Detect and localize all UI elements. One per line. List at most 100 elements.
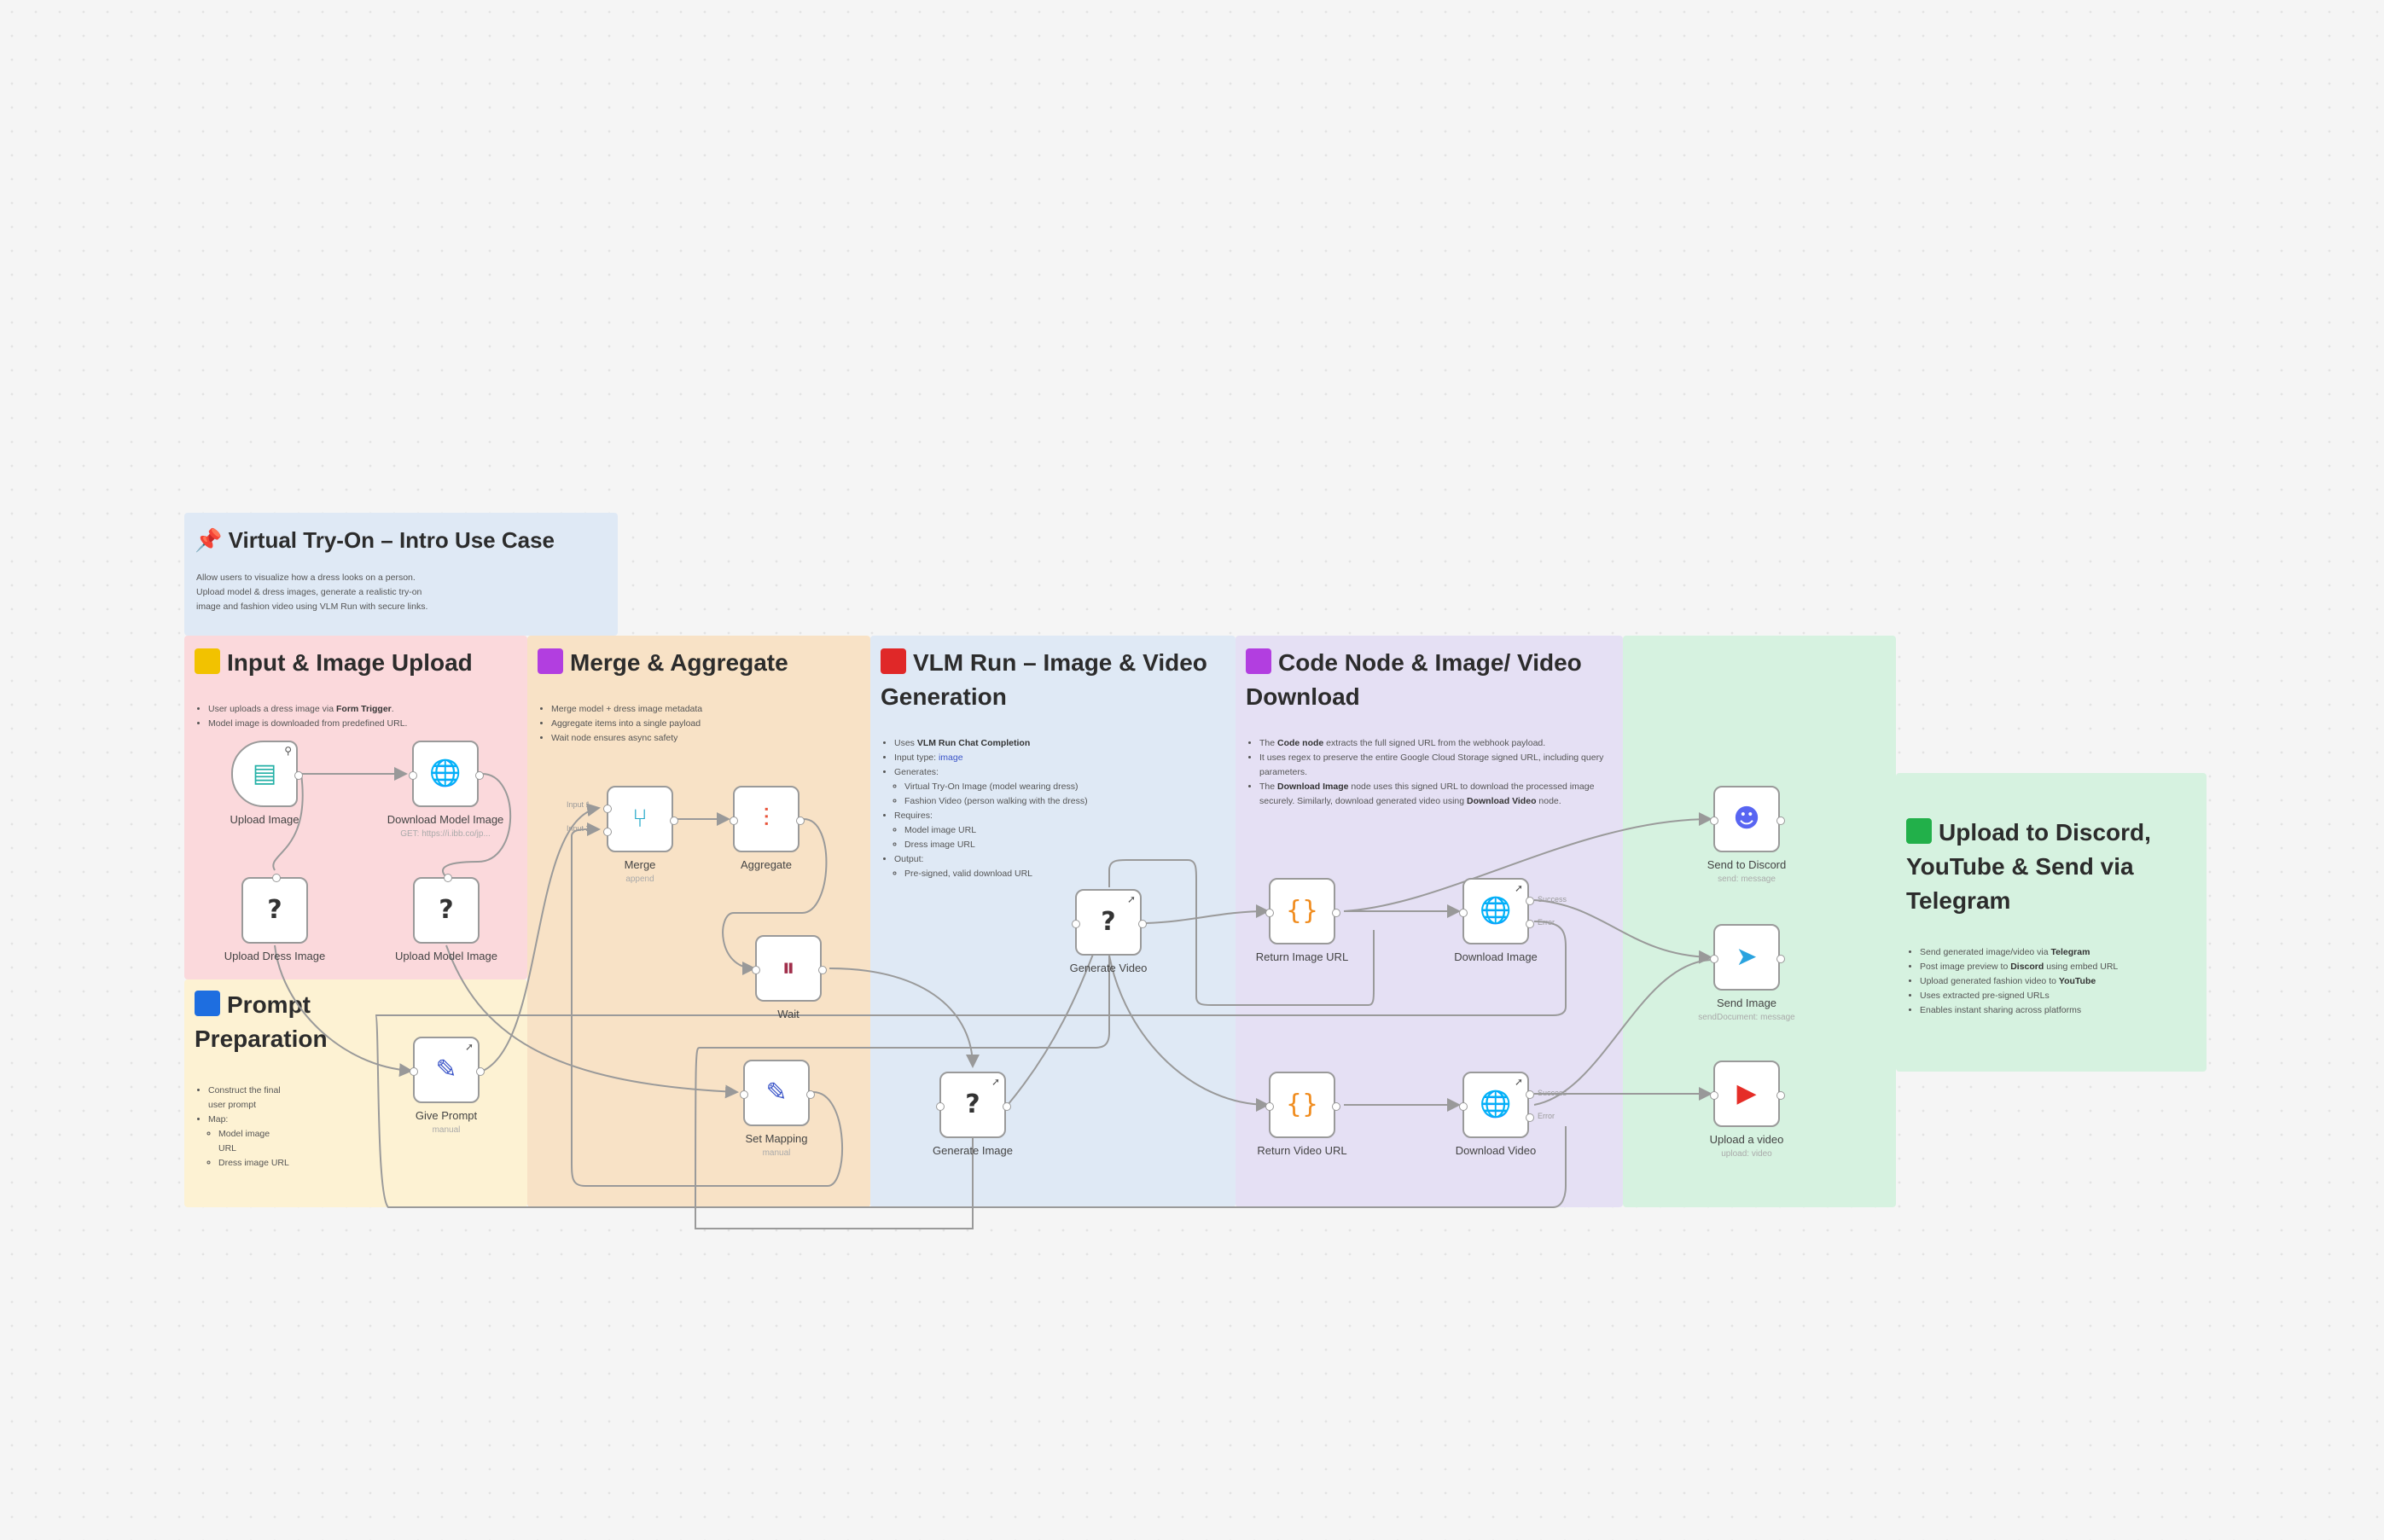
globe-icon: 🌐 bbox=[1480, 1090, 1512, 1119]
input-handle[interactable] bbox=[1459, 909, 1468, 917]
node-upload-dress-image[interactable]: ? bbox=[241, 874, 308, 944]
node-download-image[interactable]: 🌐 ➚ bbox=[1459, 878, 1534, 944]
question-icon: ? bbox=[267, 895, 282, 925]
node-give-prompt[interactable]: ✎ ➚ bbox=[410, 1037, 485, 1103]
question-icon: ? bbox=[439, 895, 454, 925]
wire-download-to-model bbox=[442, 773, 512, 878]
node-send-image[interactable]: ➤ bbox=[1710, 924, 1785, 991]
node-download-image-label: Download Image bbox=[1454, 950, 1538, 963]
output-handle[interactable] bbox=[1776, 816, 1785, 825]
node-download-model-image[interactable]: 🌐 bbox=[409, 741, 484, 807]
node-return-video-url[interactable]: {} bbox=[1265, 1072, 1340, 1138]
output-handle[interactable] bbox=[475, 771, 484, 780]
aggregate-icon: ⫶ bbox=[763, 804, 770, 834]
input-handle[interactable] bbox=[1710, 816, 1718, 825]
output-handle[interactable] bbox=[1138, 920, 1147, 928]
output-handle[interactable] bbox=[1003, 1102, 1011, 1111]
input-handle[interactable] bbox=[1710, 955, 1718, 963]
node-give-prompt-label: Give Prompt bbox=[415, 1109, 478, 1122]
node-upload-model-image[interactable]: ? bbox=[413, 874, 480, 944]
input-handle[interactable] bbox=[1072, 920, 1080, 928]
wire-aggregate-to-wait bbox=[722, 818, 828, 975]
prompt-note-2a: Model image URL bbox=[218, 1127, 290, 1156]
wire-top-loop bbox=[1108, 859, 1375, 1006]
input-handle[interactable] bbox=[272, 874, 281, 882]
input-handle[interactable] bbox=[410, 1067, 418, 1076]
success-handle[interactable] bbox=[1526, 1090, 1534, 1099]
vlm-note-5: Output: Pre-signed, valid download URL bbox=[894, 852, 1224, 881]
input-handle[interactable] bbox=[936, 1102, 945, 1111]
node-set-mapping[interactable]: ✎ bbox=[740, 1060, 815, 1126]
node-send-to-discord[interactable]: ☻ bbox=[1710, 786, 1785, 852]
telegram-icon: ➤ bbox=[1736, 942, 1758, 972]
input-handle[interactable] bbox=[444, 874, 452, 882]
node-return-image-url[interactable]: {} bbox=[1265, 878, 1340, 944]
input-handle[interactable] bbox=[752, 966, 760, 974]
output-handle[interactable] bbox=[1776, 955, 1785, 963]
node-generate-video[interactable]: ? ➚ bbox=[1072, 889, 1147, 956]
sticky-intro-title: 📌 Virtual Try-On – Intro Use Case bbox=[195, 527, 555, 553]
sticky-upload[interactable]: Upload to Discord, YouTube & Send via Te… bbox=[1896, 773, 2207, 1072]
output-handle[interactable] bbox=[1776, 1091, 1785, 1100]
output-handle[interactable] bbox=[796, 816, 805, 825]
wire-model-to-mapping bbox=[445, 944, 739, 1099]
node-send-image-label: Send Image bbox=[1716, 997, 1777, 1009]
sticky-intro[interactable]: 📌 Virtual Try-On – Intro Use Case Allow … bbox=[184, 513, 618, 636]
node-merge[interactable]: ⑂ bbox=[603, 786, 678, 852]
node-return-image-url-label: Return Image URL bbox=[1255, 950, 1349, 963]
prompt-note-2b: Dress image URL bbox=[218, 1156, 290, 1171]
output-handle[interactable] bbox=[1332, 909, 1340, 917]
input-handle[interactable] bbox=[1265, 1102, 1274, 1111]
purple-square-icon bbox=[1246, 648, 1271, 674]
output-handle[interactable] bbox=[670, 816, 678, 825]
sticky-merge[interactable]: Merge & Aggregate Merge model + dress im… bbox=[527, 636, 870, 1207]
error-handle[interactable] bbox=[1526, 1113, 1534, 1122]
node-upload-video[interactable]: ▶ bbox=[1710, 1061, 1785, 1127]
green-square-icon bbox=[1906, 818, 1932, 844]
output-handle[interactable] bbox=[818, 966, 827, 974]
output-handle[interactable] bbox=[806, 1090, 815, 1099]
vlm-note-2: Input type: image bbox=[894, 751, 1224, 765]
error-handle[interactable] bbox=[1526, 920, 1534, 928]
prompt-note-2: Map: Model image URL Dress image URL bbox=[208, 1113, 290, 1171]
globe-icon: 🌐 bbox=[1480, 896, 1512, 926]
vlm-note-3b: Fashion Video (person walking with the d… bbox=[904, 794, 1224, 809]
prompt-note-1: Construct the final user prompt bbox=[208, 1084, 290, 1113]
vlm-note-3a: Virtual Try-On Image (model wearing dres… bbox=[904, 780, 1224, 794]
pencil-icon: ✎ bbox=[435, 1055, 457, 1084]
wire-video-to-telegram bbox=[1533, 959, 1712, 1106]
youtube-icon: ▶ bbox=[1736, 1078, 1757, 1108]
output-handle[interactable] bbox=[1332, 1102, 1340, 1111]
form-icon: ▤ bbox=[252, 758, 277, 788]
braces-icon: {} bbox=[1285, 896, 1319, 926]
download-image-success-label: Success bbox=[1538, 895, 1567, 904]
node-generate-image[interactable]: ? ➚ bbox=[936, 1072, 1011, 1138]
wire-upload-to-dress bbox=[272, 773, 304, 871]
input-handle[interactable] bbox=[1459, 1102, 1468, 1111]
arrow-icon: ➚ bbox=[991, 1076, 1000, 1088]
input2-handle[interactable] bbox=[603, 828, 612, 836]
node-set-mapping-sub: manual bbox=[762, 1148, 791, 1158]
trigger-icon: ⚲ bbox=[284, 745, 292, 757]
sticky-prompt[interactable]: Prompt Preparation Construct the final u… bbox=[184, 979, 527, 1207]
input-handle[interactable] bbox=[1265, 909, 1274, 917]
output-handle[interactable] bbox=[476, 1067, 485, 1076]
node-wait-label: Wait bbox=[777, 1008, 800, 1020]
wire-to-telegram bbox=[1533, 899, 1712, 964]
node-upload-image[interactable]: ▤ ⚲ bbox=[231, 741, 303, 807]
output-handle[interactable] bbox=[294, 771, 303, 780]
node-wait[interactable]: ⏸ bbox=[752, 935, 827, 1002]
input-handle[interactable] bbox=[409, 771, 417, 780]
input-handle[interactable] bbox=[740, 1090, 748, 1099]
input-handle[interactable] bbox=[1710, 1091, 1718, 1100]
node-aggregate[interactable]: ⫶ bbox=[730, 786, 805, 852]
node-download-model-image-label: Download Model Image bbox=[387, 813, 504, 826]
success-handle[interactable] bbox=[1526, 897, 1534, 905]
node-download-video[interactable]: 🌐 ➚ bbox=[1459, 1072, 1534, 1138]
input-note-1: User uploads a dress image via Form Trig… bbox=[208, 702, 515, 717]
input-handle[interactable] bbox=[730, 816, 738, 825]
sticky-code[interactable]: Code Node & Image/ Video Download The Co… bbox=[1236, 636, 1623, 1207]
input1-handle[interactable] bbox=[603, 805, 612, 813]
